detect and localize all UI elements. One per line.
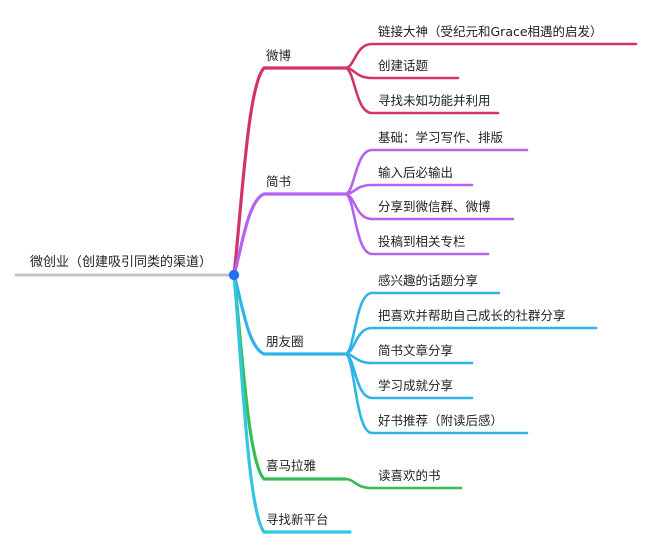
root-topic: 微创业（创建吸引同类的渠道）: [30, 254, 212, 270]
child-topic-weibo-1: 创建话题: [378, 58, 429, 73]
branch-link-ximalaya: [232, 273, 347, 481]
child-topic-pengyouquan-3: 学习成就分享: [378, 378, 453, 393]
branch-link-pengyouquan: [232, 273, 347, 356]
child-topic-pengyouquan-4: 好书推荐（附读后感）: [378, 413, 503, 428]
child-topic-jianshu-0: 基础：学习写作、排版: [378, 130, 504, 145]
branch-weibo: 微博: [266, 48, 292, 63]
branch-jianshu: 简书: [266, 174, 291, 189]
child-topic-jianshu-3: 投稿到相关专栏: [378, 234, 466, 249]
links-layer: [14, 42, 638, 534]
child-topic-weibo-0: 链接大神（受纪元和Grace相遇的启发）: [378, 24, 603, 39]
child-link-weibo-2: [343, 66, 500, 115]
hub-node: [228, 269, 240, 281]
child-link-pengyouquan-4: [343, 352, 529, 435]
child-link-jianshu-3: [343, 192, 490, 256]
child-topic-jianshu-2: 分享到微信群、微博: [378, 199, 491, 214]
branch-ximalaya: 喜马拉雅: [266, 458, 316, 473]
branch-link-weibo: [232, 66, 347, 277]
child-topic-pengyouquan-1: 把喜欢并帮助自己成长的社群分享: [378, 308, 566, 323]
child-link-ximalaya-0: [343, 477, 463, 490]
child-topic-jianshu-1: 输入后必输出: [378, 165, 453, 180]
branch-link-xunzhao: [232, 273, 352, 534]
nodes-layer: 微创业（创建吸引同类的渠道） 微博 链接大神（受纪元和Grace相遇的启发） 创建话题…: [30, 24, 603, 527]
child-topic-ximalaya-0: 读喜欢的书: [378, 468, 441, 483]
child-link-jianshu-1: [343, 183, 474, 196]
child-topic-weibo-2: 寻找未知功能并利用: [378, 93, 491, 108]
branch-xunzhao: 寻找新平台: [266, 512, 329, 527]
child-topic-pengyouquan-2: 简书文章分享: [378, 343, 453, 358]
branch-link-jianshu: [232, 192, 347, 277]
branch-pengyouquan: 朋友圈: [266, 334, 304, 349]
child-topic-pengyouquan-0: 感兴趣的话题分享: [378, 273, 478, 288]
